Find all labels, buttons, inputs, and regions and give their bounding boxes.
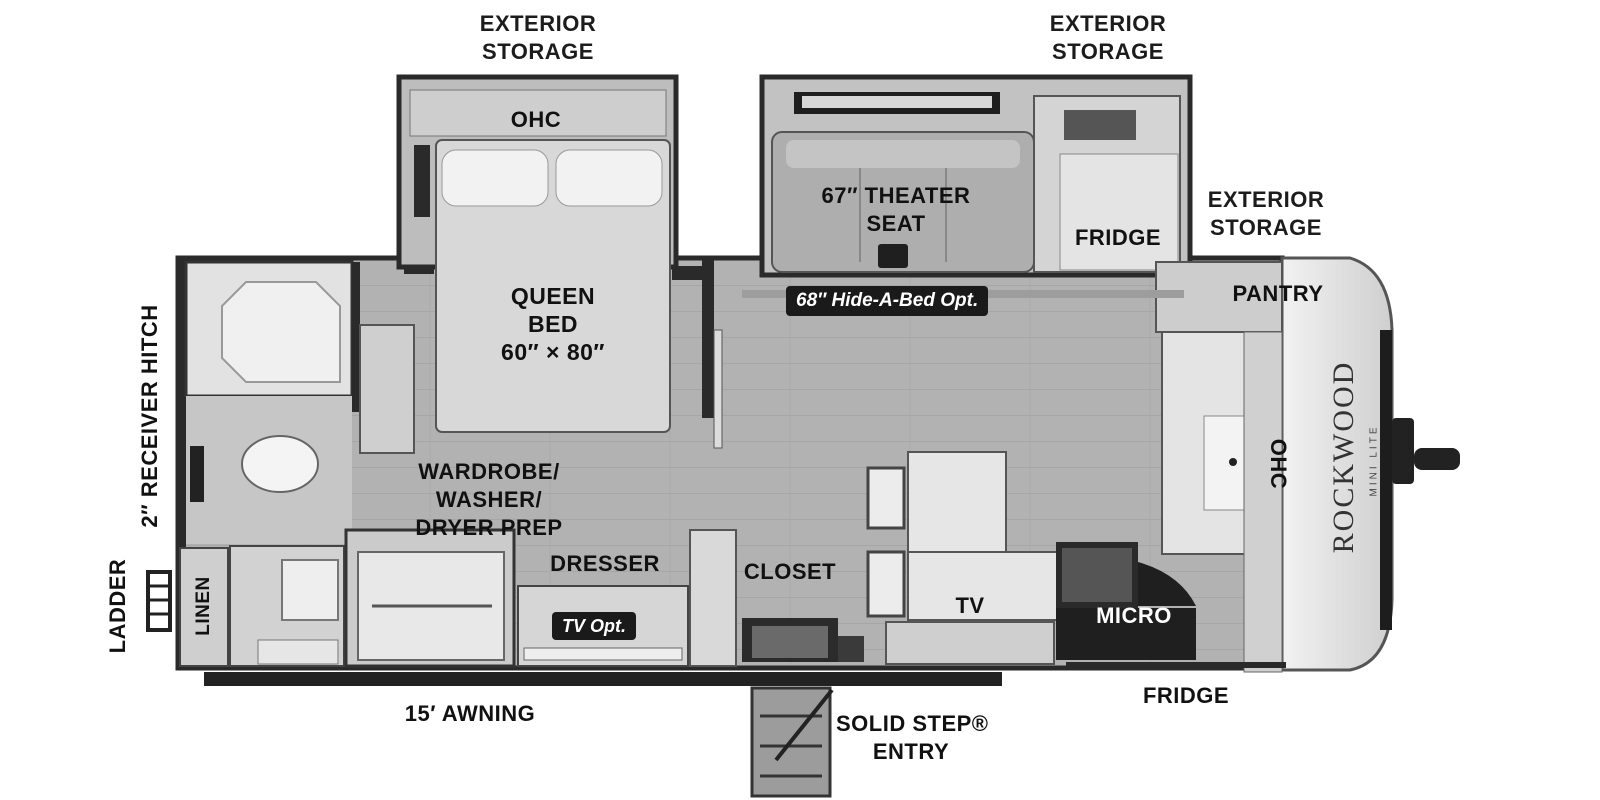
- ohc-bedroom-cabinet: [409, 89, 667, 137]
- wardrobe-label: WARDROBE/WASHER/DRYER PREP: [415, 459, 563, 540]
- tv-label: TV: [955, 593, 985, 618]
- queen-bed: [435, 139, 671, 433]
- tv-cabinet: [885, 621, 1055, 665]
- fridge-bottom-label: FRIDGE: [1142, 683, 1230, 708]
- closet-label: CLOSET: [743, 559, 837, 584]
- awning-label: 15′ AWNING: [404, 701, 536, 726]
- microwave: [1056, 608, 1196, 660]
- awning-bar: [204, 672, 1002, 686]
- receiver-hitch-label: 2″ RECEIVER HITCH: [137, 304, 162, 528]
- toilet: [241, 435, 319, 493]
- dresser-label: DRESSER: [550, 551, 660, 576]
- tv-opt-badge: TV Opt.: [552, 612, 636, 640]
- rear-wall: [176, 258, 186, 668]
- linen-label: LINEN: [193, 576, 214, 636]
- brand-sublogo: MINI LITE: [1368, 424, 1380, 497]
- hide-a-bed-badge: 68″ Hide-A-Bed Opt.: [786, 286, 989, 316]
- ladder-label: LADDER: [105, 558, 130, 654]
- pantry-label: PANTRY: [1232, 281, 1324, 306]
- ohc-front-label: OHC: [1266, 438, 1291, 490]
- ohc-bedroom-label: OHC: [510, 107, 562, 132]
- front-jack: [1392, 418, 1414, 484]
- front-coupler: [1414, 448, 1460, 470]
- entry-label: SOLID STEP®ENTRY: [836, 711, 989, 764]
- brand-logo: ROCKWOOD: [1327, 360, 1360, 554]
- fridge-slide-label: FRIDGE: [1074, 225, 1162, 250]
- micro-label: MICRO: [1096, 603, 1172, 628]
- linen-cabinet: [179, 547, 229, 667]
